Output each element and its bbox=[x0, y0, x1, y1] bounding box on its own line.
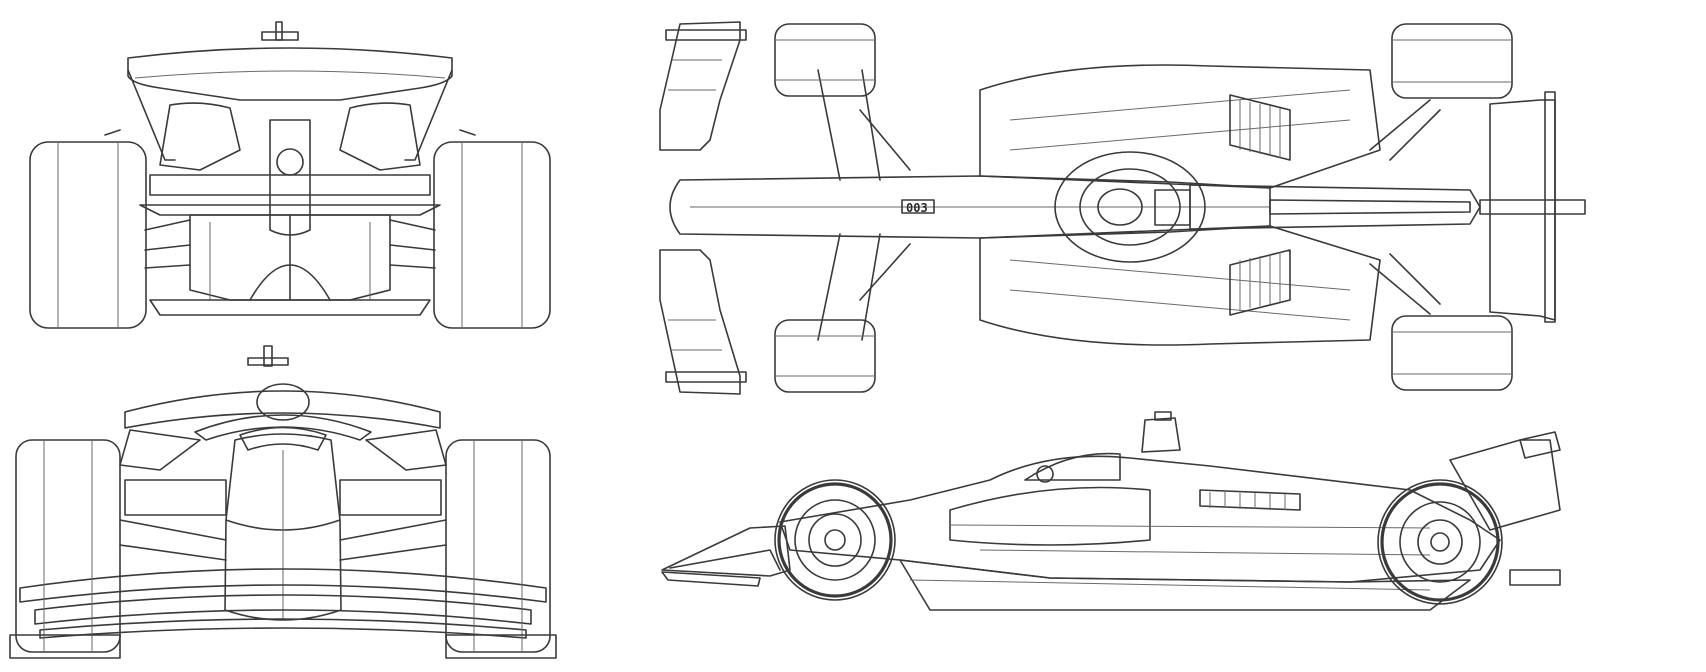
roll-hoop-camera bbox=[247, 345, 310, 421]
wing-endplate-right bbox=[445, 634, 557, 659]
front-tyre-left bbox=[15, 439, 121, 653]
side-airbox bbox=[1141, 411, 1181, 453]
rear-body bbox=[139, 102, 441, 236]
top-front-wing bbox=[659, 21, 747, 395]
side-front-wing bbox=[661, 525, 791, 587]
wing-endplate-left bbox=[9, 634, 121, 659]
top-sidepods bbox=[979, 64, 1381, 346]
front-view bbox=[0, 340, 580, 672]
top-front-tyres bbox=[774, 23, 876, 393]
top-front-suspension bbox=[817, 69, 911, 341]
diffuser bbox=[189, 214, 391, 301]
side-rear-wheel bbox=[1377, 479, 1503, 605]
top-rear-suspension bbox=[1369, 99, 1441, 315]
rear-view bbox=[0, 0, 580, 340]
top-rear-wing bbox=[1479, 91, 1586, 323]
top-engine-cover bbox=[1189, 184, 1481, 230]
front-wing bbox=[19, 568, 547, 639]
side-floor bbox=[899, 559, 1471, 611]
side-front-wheel bbox=[774, 479, 896, 601]
top-view: 003 bbox=[650, 0, 1706, 410]
front-body bbox=[119, 426, 447, 621]
top-cockpit-halo bbox=[1054, 151, 1206, 263]
front-tyre-right bbox=[445, 439, 551, 653]
car-number-label: 003 bbox=[906, 201, 928, 215]
rear-wing bbox=[127, 21, 453, 101]
rear-tyre-left bbox=[29, 141, 147, 329]
halo bbox=[124, 390, 441, 441]
side-view bbox=[650, 410, 1706, 672]
top-rear-tyres bbox=[1391, 23, 1513, 391]
rear-suspension bbox=[104, 129, 476, 269]
floor-edge bbox=[149, 299, 431, 316]
side-rear-wing bbox=[1449, 431, 1561, 586]
rear-tyre-right bbox=[433, 141, 551, 329]
side-body bbox=[779, 452, 1501, 583]
rear-wing-endplates bbox=[127, 69, 453, 161]
